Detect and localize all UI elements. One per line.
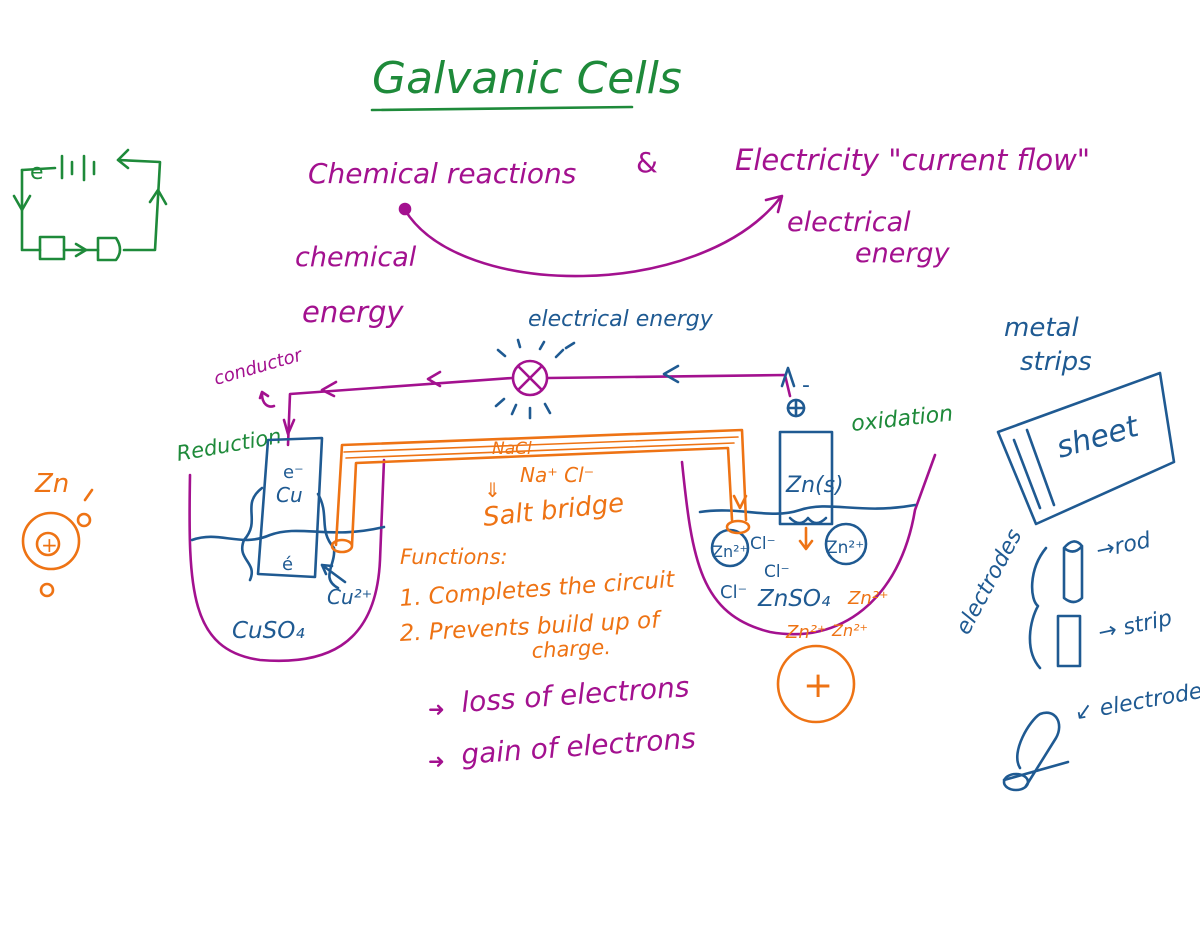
electrical-energy-label-1: electrical <box>787 207 911 238</box>
wire-arrow-up <box>780 366 796 388</box>
zn-ion-label-1: Zn²⁺ <box>712 542 748 561</box>
anode-ion-arrow <box>798 526 814 551</box>
reduction-arrow <box>282 418 296 436</box>
cathode-metal-label: Cu <box>276 483 303 507</box>
electrode-strip-drawing <box>1056 614 1082 668</box>
loss-bullet: ➜ <box>428 697 445 721</box>
anode-metal-label: Zn(s) <box>785 473 844 498</box>
salt-bridge-plug-right <box>725 519 751 535</box>
cu-ion-arrow <box>320 563 347 584</box>
zn-ion-label-4: Zn²⁺ <box>785 622 826 643</box>
anode-solution-surface <box>698 503 917 516</box>
title-underline <box>370 105 634 112</box>
salt-ions-label: Na⁺ Cl⁻ <box>520 463 594 487</box>
wire-arrow-left-3 <box>662 364 680 384</box>
conductor-label: conductor <box>212 344 306 390</box>
electricity-text: Electricity "current flow" <box>735 143 1090 177</box>
cl-ion-label-2: Cl⁻ <box>764 562 790 582</box>
anode-electrode <box>778 430 834 526</box>
cathode-electron-label: e⁻ <box>283 462 304 483</box>
conductor-arrow <box>258 390 276 408</box>
cl-ion-label-3: Cl⁻ <box>720 582 747 603</box>
cl-ion-label-1: Cl⁻ <box>750 534 776 554</box>
anode-minus-label: - <box>802 373 810 398</box>
salt-arrow-label: ⇓ <box>484 478 501 502</box>
wire-arrow-left-2 <box>426 370 442 388</box>
zn-ion-circle-2 <box>824 522 868 566</box>
electrode-label: ↙ electrode <box>1073 679 1200 726</box>
bulb-electrical-energy-label: electrical energy <box>528 307 714 332</box>
zn-nucleus-plus: + <box>41 533 58 557</box>
chemical-energy-label-2: energy <box>302 295 404 329</box>
energy-conversion-arrow <box>403 196 782 278</box>
zn-atom-label: Zn <box>34 469 69 499</box>
rod-label: →rod <box>1094 528 1154 564</box>
chemical-reactions-text: Chemical reactions <box>308 157 576 190</box>
positive-charge-circle <box>776 644 856 724</box>
cu-ion-label: Cu²⁺ <box>327 585 372 609</box>
electrodes-bracket <box>1028 546 1048 670</box>
functions-item-1: 1. Completes the circuit <box>399 567 677 612</box>
strips-label: strips <box>1020 347 1092 377</box>
cathode-beaker <box>188 458 386 663</box>
wire-arrow-left-1 <box>320 380 338 398</box>
zn-ion-label-2: Zn²⁺ <box>826 538 864 558</box>
salt-bridge-label: Salt bridge <box>482 488 626 533</box>
zn-atom-diagram: Zn + <box>21 469 94 598</box>
salt-bridge-plug-left <box>330 538 354 554</box>
electrical-energy-label-2: energy <box>855 238 951 269</box>
zn-ion-label-3: Zn²⁺ <box>847 588 888 609</box>
functions-heading: Functions: <box>400 545 508 569</box>
salt-bridge-tube <box>334 428 748 547</box>
electrodes-label: electrodes <box>951 525 1027 639</box>
gain-bullet: ➜ <box>428 749 445 773</box>
cathode-electrode <box>256 436 324 579</box>
cathode-solution-label: CuSO₄ <box>232 618 305 644</box>
energy-arrow-head <box>764 194 784 214</box>
page-title: Galvanic Cells <box>372 53 682 104</box>
gain-of-electrons-text: gain of electrons <box>460 722 697 771</box>
cathode-electron-label-2: é <box>282 554 293 575</box>
chemical-energy-label-1: chemical <box>295 242 417 273</box>
salt-bridge-arrow-right <box>732 494 748 510</box>
positive-charge-plus: + <box>803 665 833 706</box>
circuit-electron-label: e <box>30 160 44 185</box>
electrode-rod-drawing <box>1062 540 1084 604</box>
circuit-icon: e <box>12 148 168 262</box>
loss-of-electrons-text: loss of electrons <box>460 670 690 719</box>
oxidation-label: oxidation <box>850 401 954 437</box>
sheet-label: sheet <box>1053 409 1144 466</box>
cathode-solution-surface <box>190 525 386 542</box>
anode-solution-label: ZnSO₄ <box>757 586 830 612</box>
anode-corrosion <box>788 516 828 525</box>
metal-sheet-drawing <box>996 371 1176 526</box>
metal-label: metal <box>1004 313 1079 343</box>
strip-label: → strip <box>1096 606 1174 646</box>
electrode-probe-tip <box>1002 772 1030 792</box>
ampersand-text: & <box>636 146 658 179</box>
functions-item-2-continued: charge. <box>531 635 611 663</box>
salt-label: NaCl <box>492 439 532 459</box>
zn-ion-label-5: Zn²⁺ <box>831 621 868 640</box>
anode-beaker <box>680 453 937 636</box>
electrode-probe-drawing <box>1002 711 1070 788</box>
